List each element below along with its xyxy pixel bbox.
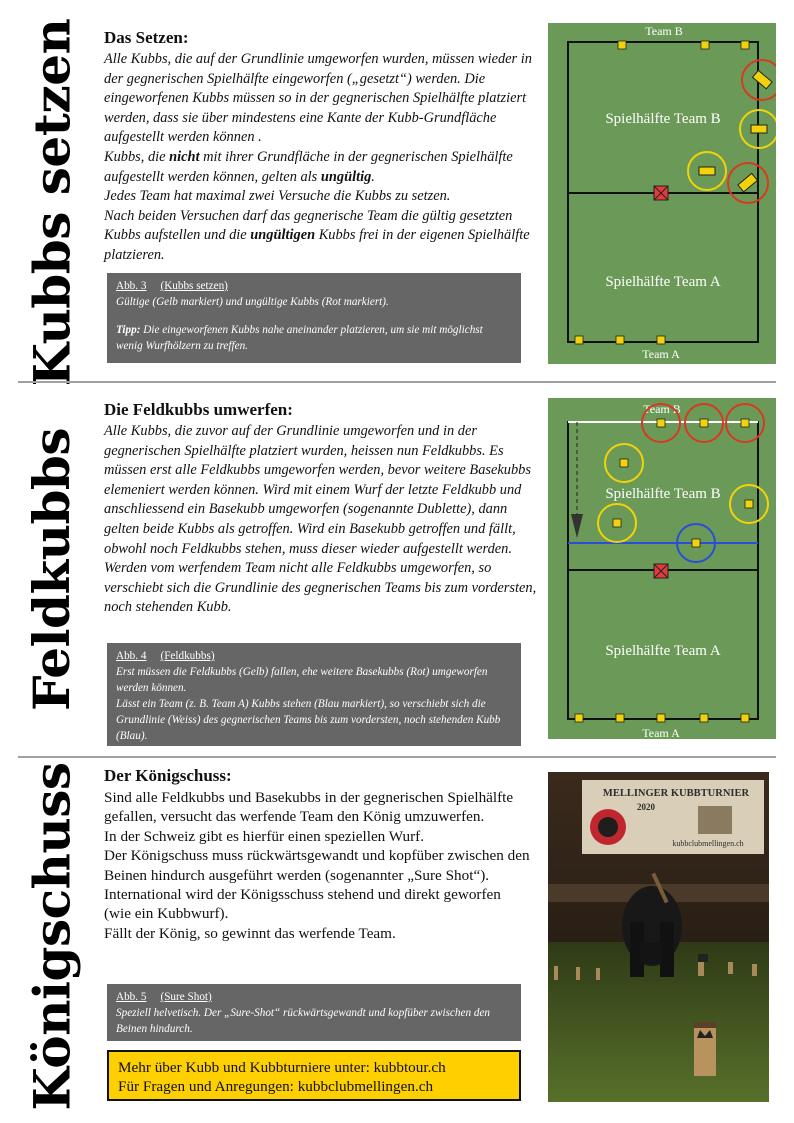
info-link-kubbtour[interactable]: Mehr über Kubb und Kubbturniere unter: k… [118, 1059, 446, 1076]
team-b-label: Team B [645, 24, 682, 38]
baseline-shift-arrowhead [571, 514, 583, 538]
side-title-koenigschuss: Königschuss [22, 761, 82, 1111]
field-kubb-marker-yellow [597, 503, 637, 543]
field-kubb-valid [698, 166, 716, 176]
caption-tip: Tipp: Die eingeworfenen Kubbs nahe anein… [116, 324, 483, 352]
setzen-paragraph-4: Nach beiden Versuchen darf das gegnerisc… [104, 207, 530, 263]
half-team-b-label: Spielhälfte Team B [605, 486, 720, 502]
koenigschuss-line: Sind alle Feldkubbs und Basekubbs in der… [104, 789, 514, 826]
base-kubb [700, 40, 710, 50]
koenigschuss-line: International wird der Königsschuss steh… [104, 886, 501, 923]
setzen-paragraph-3: Jedes Team hat maximal zwei Versuche die… [104, 188, 451, 205]
caption-abb-3: Abb. 3 (Kubbs setzen) Gültige (Gelb marki… [107, 273, 521, 363]
setzen-paragraph-2: Kubbs, die nicht mit ihrer Grundfläche i… [104, 148, 513, 185]
banner-url: kubbclubmellingen.ch [672, 839, 743, 848]
caption-label: Abb. 4 [116, 650, 147, 662]
invalid-marker [727, 162, 769, 204]
base-kubb-marker-red [684, 403, 724, 443]
field-kubb [612, 518, 622, 528]
standing-kubb-marker-blue [676, 523, 716, 563]
side-title-feldkubbs: Feldkubbs [22, 427, 82, 711]
banner-year: 2020 [637, 802, 656, 812]
half-team-b-label: Spielhälfte Team B [605, 111, 720, 127]
base-kubb [740, 713, 750, 723]
base-kubb [615, 713, 625, 723]
base-kubb [740, 40, 750, 50]
field-kubb-invalid [737, 172, 759, 193]
base-kubb [656, 335, 666, 345]
setzen-paragraph-1: Alle Kubbs, die auf der Grundlinie umgew… [104, 51, 532, 146]
caption-line: Speziell helvetisch. Der „Sure-Shot“ rüc… [116, 1007, 491, 1035]
valid-marker [687, 151, 727, 191]
caption-abb-4: Abb. 4 (Feldkubbs) Erst müssen die Feldku… [107, 643, 521, 746]
caption-label: Abb. 3 [116, 280, 147, 292]
heading-setzen: Das Setzen: [104, 28, 189, 47]
player-leg [660, 922, 674, 977]
caption-line: Erst müssen die Feldkubbs (Gelb) fallen,… [116, 666, 488, 694]
base-kubb [574, 335, 584, 345]
photo-sure-shot: MELLINGER KUBBTURNIER 2020 kubbclubmelli… [548, 772, 769, 1102]
koenigschuss-line: Der Königschuss muss rückwärtsgewandt un… [104, 847, 530, 884]
half-team-a-label: Spielhälfte Team A [605, 643, 720, 659]
info-link-kubbclub[interactable]: Für Fragen und Anregungen: kubbclubmelli… [118, 1078, 434, 1095]
base-kubb-marker-red [725, 403, 765, 443]
side-title-kubbs-setzen: Kubbs setzen [22, 18, 82, 386]
base-kubb [617, 40, 627, 50]
base-kubb [699, 418, 709, 428]
feldkubbs-paragraph: Alle Kubbs, die zuvor auf der Grundlinie… [104, 423, 537, 616]
base-kubb [699, 713, 709, 723]
section-koenigschuss-text: Der Königschuss: Sind alle Feldkubbs und… [104, 766, 530, 943]
info-box: Mehr über Kubb und Kubbturniere unter: k… [107, 1050, 521, 1101]
caption-abb-5: Abb. 5 (Sure Shot) Speziell helvetisch. D… [107, 984, 521, 1041]
field-kubb-marker-yellow [729, 484, 769, 524]
banner-title: MELLINGER KUBBTURNIER [603, 788, 750, 799]
caption-line: Gültige (Gelb markiert) und ungültige Ku… [116, 296, 389, 308]
half-team-a-label: Spielhälfte Team A [605, 274, 720, 290]
field-kubb [744, 499, 754, 509]
photo-illustration: MELLINGER KUBBTURNIER 2020 kubbclubmelli… [548, 772, 769, 1102]
base-kubb-marker-red [641, 403, 681, 443]
field-kubb-valid [750, 124, 768, 134]
caption-title: (Feldkubbs) [160, 650, 215, 662]
section-setzen-text: Das Setzen: Alle Kubbs, die auf der Grun… [104, 28, 548, 266]
king-marker [653, 563, 669, 579]
field-kubb-marker-yellow [604, 443, 644, 483]
section-feldkubbs-text: Die Feldkubbs umwerfen: Alle Kubbs, die … [104, 400, 540, 618]
team-a-label: Team A [642, 726, 680, 739]
heading-feldkubbs: Die Feldkubbs umwerfen: [104, 400, 293, 419]
field-kubb [691, 538, 701, 548]
caption-line: Lässt ein Team (z. B. Team A) Kubbs steh… [116, 698, 501, 742]
team-a-label: Team A [642, 347, 680, 361]
caption-label: Abb. 5 [116, 991, 147, 1003]
divider-2 [18, 756, 776, 758]
king-block [694, 1022, 716, 1076]
base-kubb [574, 713, 584, 723]
caption-title: (Kubbs setzen) [160, 280, 228, 292]
base-kubb [615, 335, 625, 345]
heading-koenigschuss: Der Königschuss: [104, 766, 232, 785]
koenigschuss-line: Fällt der König, so gewinnt das werfende… [104, 924, 396, 942]
base-kubb [656, 713, 666, 723]
divider-1 [18, 381, 776, 383]
crown-icon [697, 1030, 713, 1038]
valid-marker [739, 109, 776, 149]
base-kubb [656, 418, 666, 428]
field-kubb-invalid [751, 69, 773, 90]
diagram-feldkubbs: Team B Team A Spielhälfte Team B Spielhä… [548, 398, 776, 739]
diagram-kubbs-setzen: Team B Team A Spielhälfte Team B Spielhä… [548, 23, 776, 364]
throwing-stick [651, 872, 669, 904]
invalid-marker [741, 59, 776, 101]
king-marker [653, 185, 669, 201]
caption-title: (Sure Shot) [160, 991, 212, 1003]
base-kubb [740, 418, 750, 428]
field-kubb [619, 458, 629, 468]
koenigschuss-line: In der Schweiz gibt es hierfür einen spe… [104, 827, 425, 845]
